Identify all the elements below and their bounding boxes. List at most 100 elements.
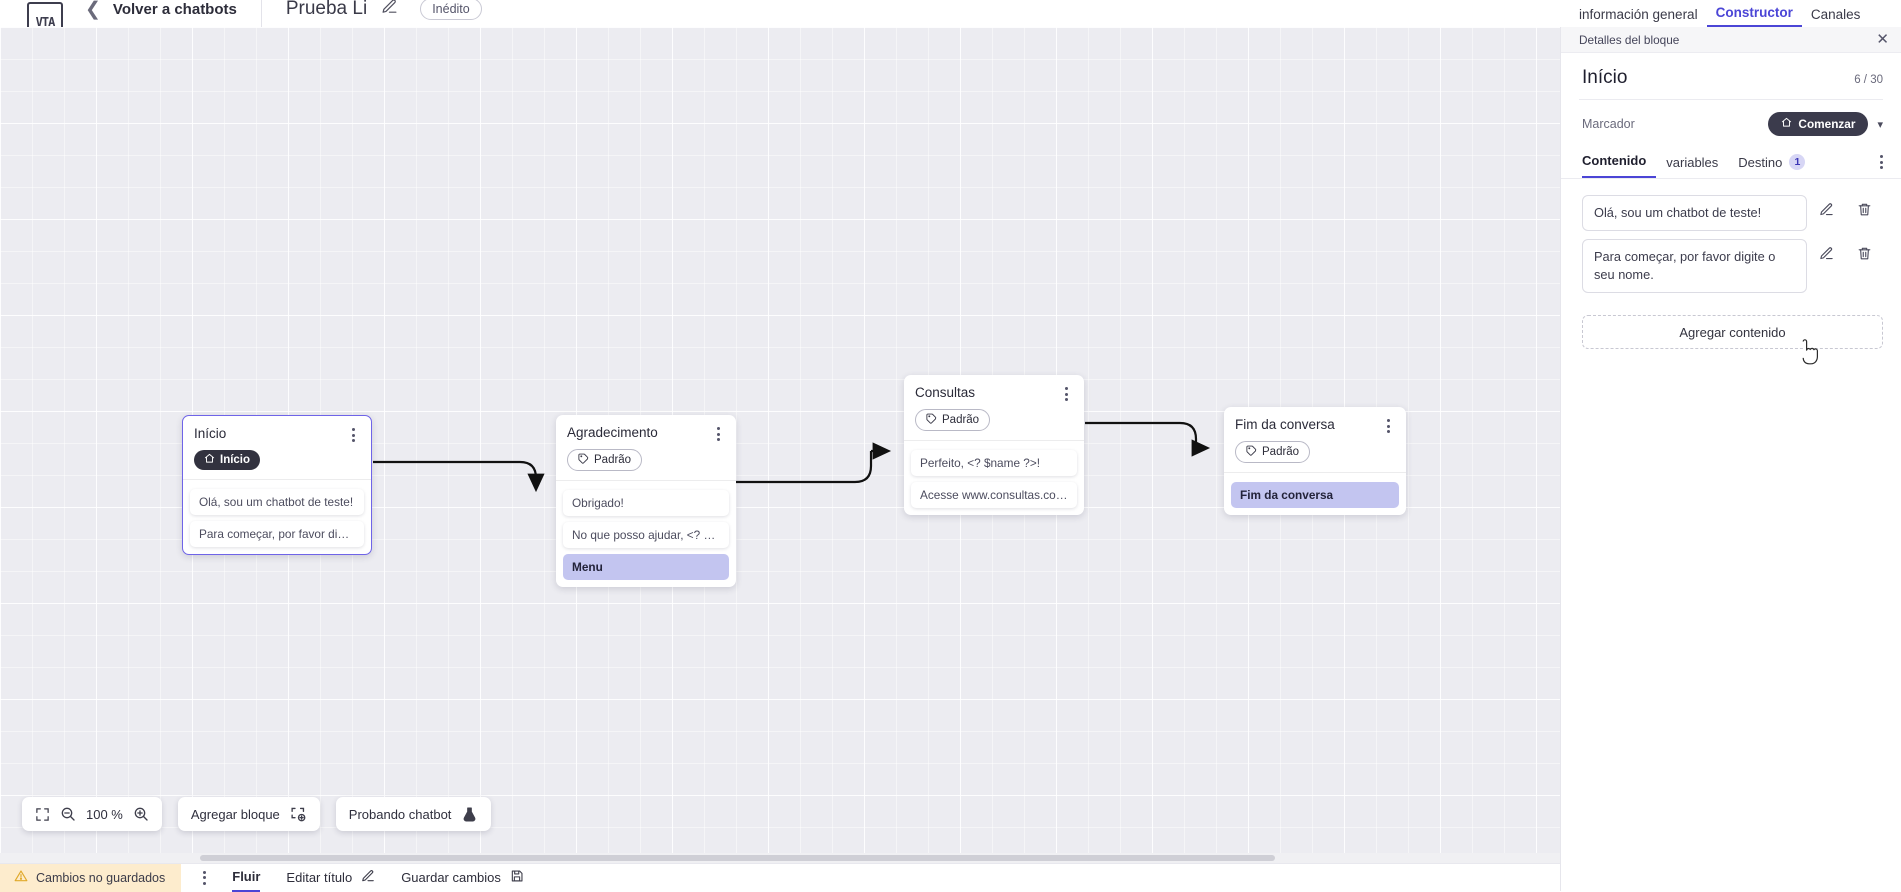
status-badge: Inédito [420, 0, 482, 20]
node-badge: Padrão [567, 449, 642, 471]
zoom-out-icon[interactable] [60, 806, 76, 822]
node-title: Início [194, 426, 346, 441]
add-content-label: Agregar contenido [1679, 325, 1785, 340]
panel-tab-destino-label: Destino [1738, 155, 1782, 170]
node-message[interactable]: Para começar, por favor digite o ... [190, 521, 364, 547]
marcador-select[interactable]: Comenzar ▾ [1768, 112, 1883, 136]
node-message[interactable]: No que posso ajudar, <? $name ... [563, 522, 729, 548]
node-message[interactable]: Acesse www.consultas.com par... [911, 482, 1077, 508]
marcador-row: Marcador Comenzar ▾ [1561, 100, 1901, 148]
fit-screen-icon[interactable] [35, 807, 50, 822]
tag-icon [926, 413, 937, 427]
node-divider [904, 440, 1084, 441]
content-item-text[interactable]: Olá, sou um chatbot de teste! [1582, 195, 1807, 231]
bottom-tab-fluir-label: Fluir [232, 869, 260, 884]
edit-title-label: Editar título [286, 870, 352, 885]
bottom-bar: Cambios no guardados Fluir Editar título… [0, 863, 1560, 891]
node-title: Consultas [915, 385, 1059, 400]
add-block-button[interactable]: Agregar bloque [178, 797, 320, 831]
destino-count-badge: 1 [1789, 154, 1805, 170]
flask-icon [461, 806, 478, 823]
page-title: Prueba Li [286, 0, 367, 20]
panel-tab-variables[interactable]: variables [1656, 150, 1728, 178]
logo-text: VTA [36, 15, 55, 28]
scrollbar-thumb[interactable] [200, 855, 1275, 861]
node-badge: Padrão [1235, 441, 1310, 463]
node-badge-label: Padrão [594, 454, 631, 466]
node-title: Fim da conversa [1235, 417, 1381, 432]
node-message[interactable]: Perfeito, <? $name ?>! [911, 450, 1077, 476]
marcador-value-chip[interactable]: Comenzar [1768, 112, 1868, 136]
home-icon [204, 453, 215, 467]
node-message-highlighted[interactable]: Fim da conversa [1231, 482, 1399, 508]
canvas-horizontal-scrollbar[interactable] [0, 853, 1560, 863]
panel-tab-variables-label: variables [1666, 155, 1718, 170]
add-block-icon [290, 806, 307, 823]
panel-header-label: Detalles del bloque [1579, 33, 1679, 47]
header-divider [261, 0, 262, 27]
flow-node-agradecimento[interactable]: Agradecimento Padrão Obrigado! No que po… [556, 415, 736, 587]
flow-canvas[interactable]: Início Início Olá, sou um chatbot de tes… [0, 27, 1560, 863]
top-header: VTA ❮ Volver a chatbots Prueba Li Inédit… [0, 0, 1560, 27]
tag-icon [1246, 445, 1257, 459]
edit-content-icon[interactable] [1807, 239, 1845, 261]
node-divider [1224, 472, 1406, 473]
node-title: Agradecimento [567, 425, 711, 440]
close-icon[interactable]: ✕ [1876, 32, 1889, 47]
flow-node-consultas[interactable]: Consultas Padrão Perfeito, <? $name ?>! … [904, 375, 1084, 515]
node-menu-icon[interactable] [1381, 417, 1395, 433]
node-badge-label: Padrão [1262, 446, 1299, 458]
app-logo[interactable]: VTA [27, 2, 63, 28]
node-badge-label: Padrão [942, 414, 979, 426]
chevron-down-icon[interactable]: ▾ [1877, 118, 1883, 131]
content-counter: 6 / 30 [1854, 74, 1883, 86]
node-menu-icon[interactable] [1059, 385, 1073, 401]
unsaved-changes-label: Cambios no guardados [36, 871, 165, 885]
edit-content-icon[interactable] [1807, 195, 1845, 217]
pencil-icon[interactable] [381, 0, 398, 20]
pencil-icon [361, 869, 375, 886]
node-message-highlighted[interactable]: Menu [563, 554, 729, 580]
tab-canales[interactable]: Canales [1802, 7, 1870, 27]
zoom-in-icon[interactable] [133, 806, 149, 822]
tab-constructor[interactable]: Constructor [1707, 5, 1802, 27]
canvas-toolbar: 100 % Agregar bloque Probando chatbot [22, 797, 491, 831]
chevron-left-icon[interactable]: ❮ [85, 0, 101, 19]
flow-node-fim-da-conversa[interactable]: Fim da conversa Padrão Fim da conversa [1224, 407, 1406, 515]
add-content-button[interactable]: Agregar contenido [1582, 315, 1883, 349]
node-header: Consultas [904, 375, 1084, 401]
tab-informacion-general[interactable]: información general [1570, 7, 1707, 27]
home-icon [1781, 117, 1792, 131]
panel-tab-contenido[interactable]: Contenido [1582, 148, 1656, 178]
node-menu-icon[interactable] [346, 426, 360, 442]
zoom-controls: 100 % [22, 797, 162, 831]
edit-title-button[interactable]: Editar título [286, 864, 375, 892]
test-chatbot-button[interactable]: Probando chatbot [336, 797, 492, 831]
tag-icon [578, 453, 589, 467]
content-item-row: Para começar, por favor digite o seu nom… [1582, 239, 1883, 293]
panel-tab-contenido-label: Contenido [1582, 153, 1646, 168]
node-messages: Obrigado! No que posso ajudar, <? $name … [556, 490, 736, 580]
node-header: Início [183, 416, 371, 442]
node-messages: Perfeito, <? $name ?>! Acesse www.consul… [904, 450, 1084, 508]
delete-content-icon[interactable] [1845, 195, 1883, 217]
panel-tab-destino[interactable]: Destino 1 [1728, 149, 1815, 178]
add-block-label: Agregar bloque [191, 807, 280, 822]
delete-content-icon[interactable] [1845, 239, 1883, 261]
node-message[interactable]: Olá, sou um chatbot de teste! [190, 489, 364, 515]
marcador-value-label: Comenzar [1798, 117, 1855, 131]
save-changes-button[interactable]: Guardar cambios [401, 864, 524, 892]
marcador-label: Marcador [1582, 117, 1635, 131]
node-messages: Fim da conversa [1224, 482, 1406, 508]
bottom-menu-icon[interactable] [203, 871, 206, 885]
node-divider [556, 480, 736, 481]
back-to-chatbots-link[interactable]: Volver a chatbots [113, 1, 237, 18]
node-divider [183, 479, 371, 480]
flow-node-inicio[interactable]: Início Início Olá, sou um chatbot de tes… [182, 415, 372, 555]
node-header: Fim da conversa [1224, 407, 1406, 433]
panel-tabs-menu-icon[interactable] [1880, 155, 1883, 178]
content-item-text[interactable]: Para começar, por favor digite o seu nom… [1582, 239, 1807, 293]
bottom-tab-fluir[interactable]: Fluir [232, 864, 260, 892]
node-message[interactable]: Obrigado! [563, 490, 729, 516]
node-menu-icon[interactable] [711, 425, 725, 441]
